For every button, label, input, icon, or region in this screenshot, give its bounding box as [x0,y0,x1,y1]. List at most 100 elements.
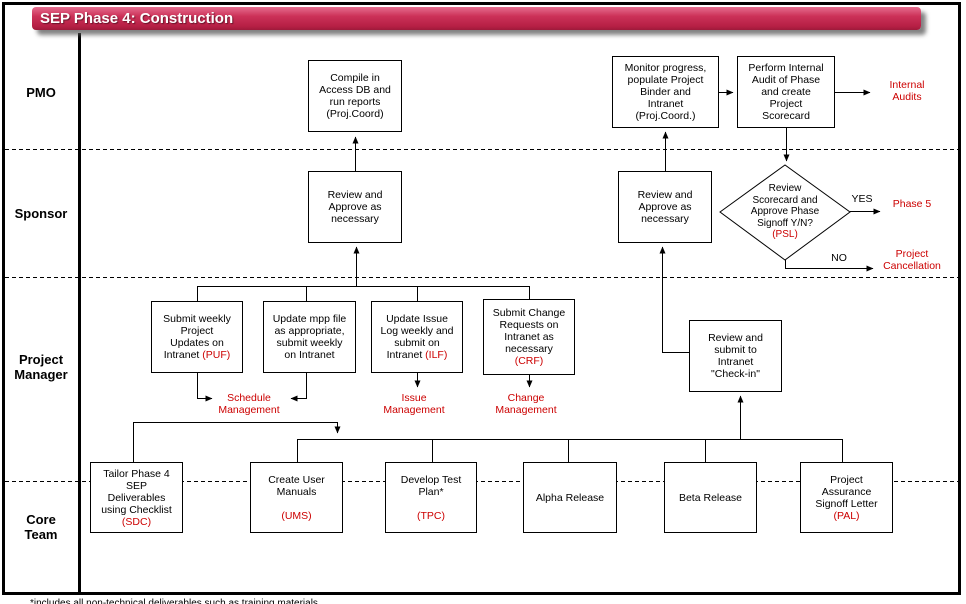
node-text: using Checklist [101,503,172,516]
node-text: Perform Internal [748,62,824,74]
node-line: (PSL) [722,229,848,241]
node-text: Update mpp file [272,313,347,325]
node-text: Monitor progress, [624,62,707,74]
node-text: Approve as [638,201,692,213]
node-text: Review and [708,332,763,344]
node-text: Create User [268,473,325,486]
node-line: Update mpp file [264,313,355,325]
node-code-text: (CRF) [514,355,544,367]
node-text: Assurance [821,485,872,498]
node-line: and create [738,86,834,98]
node-text: Intranet [717,356,754,368]
flow-node-beta-release: Beta Release [664,462,757,533]
node-text: necessary [641,213,689,225]
node-text: Approve as [328,201,382,213]
node-line: Tailor Phase 4 [91,468,182,480]
node-line: Submit Change [484,307,574,319]
node-line: Compile in [309,72,401,84]
node-line: submit to [690,344,781,356]
node-text: Intranet as [504,331,554,343]
node-line: submit on [372,337,462,349]
node-line: Signoff Letter [801,498,892,510]
node-line: Review and [309,189,401,201]
node-line: populate Project [613,74,718,86]
node-text: Manuals [276,485,317,498]
lane-separator-line [78,33,81,595]
node-text: Alpha Release [535,491,605,504]
node-text: Update Issue [386,313,448,325]
lane-label-pmo: PMO [26,85,56,100]
node-text: Review and [327,189,383,201]
node-line: Intranet (ILF) [372,349,462,361]
node-line: SEP [91,480,182,492]
lane-divider-pmo-sponsor [5,149,961,150]
node-line: Approve as [309,201,401,213]
node-text: submit to [714,344,757,356]
node-line: Intranet [690,356,781,368]
label-yes: YES [851,193,873,205]
node-line [386,498,476,510]
node-code-text: (UMS) [281,509,312,522]
footnote-clipped: *includes all non-technical deliverables… [30,598,318,604]
node-line: Monitor progress, [613,62,718,74]
node-line: as appropriate, [264,325,355,337]
node-text: (Proj.Coord) [326,108,384,120]
node-line: Deliverables [91,492,182,504]
node-text: Intranet [163,349,203,361]
node-text: Log weekly and [380,325,454,337]
node-line: submit weekly [264,337,355,349]
node-text: Scorecard [762,110,810,122]
node-text: Plan* [418,485,444,498]
node-line: Intranet [613,98,718,110]
label-phase5: Phase 5 [892,198,932,210]
label-project-cancellation: Project Cancellation [883,248,941,272]
node-text: Approve Phase [750,206,820,218]
label-issue-management: Issue Management [383,392,445,416]
node-line: Beta Release [665,492,756,504]
node-line: Develop Test [386,474,476,486]
node-line: necessary [309,213,401,225]
node-text: (Proj.Coord.) [635,110,696,122]
node-text: Requests on [499,319,559,331]
node-line: Access DB and [309,84,401,96]
node-text: Audit of Phase [751,74,821,86]
node-line: (Proj.Coord.) [613,110,718,122]
node-line: Scorecard and [722,195,848,207]
node-text: Tailor Phase 4 [103,467,170,480]
node-code-text: (PSL) [772,229,798,241]
node-text: Scorecard and [752,194,818,206]
node-code-text: (SDC) [121,515,152,528]
node-text: SEP [125,479,147,492]
node-text: Signoff Y/N? [757,217,813,229]
node-text: Review and [637,189,693,201]
label-internal-audits: Internal Audits [889,79,925,103]
node-code-text: (ILF) [425,349,448,361]
lane-label-sponsor: Sponsor [14,206,68,221]
node-text: Updates on [170,337,224,349]
node-line: Plan* [386,486,476,498]
node-line: Review and [619,189,711,201]
node-text: and create [761,86,811,98]
node-line: Binder and [613,86,718,98]
node-line: (TPC) [386,510,476,522]
node-line: (UMS) [251,510,342,522]
node-line: Manuals [251,486,342,498]
diagram-border [2,2,961,595]
node-text: submit on [394,337,440,349]
lane-divider-pm-core [5,481,961,482]
lane-label-project-manager: Project Manager [14,352,68,382]
node-line: Perform Internal [738,62,834,74]
node-code-text: (PUF) [202,349,231,361]
